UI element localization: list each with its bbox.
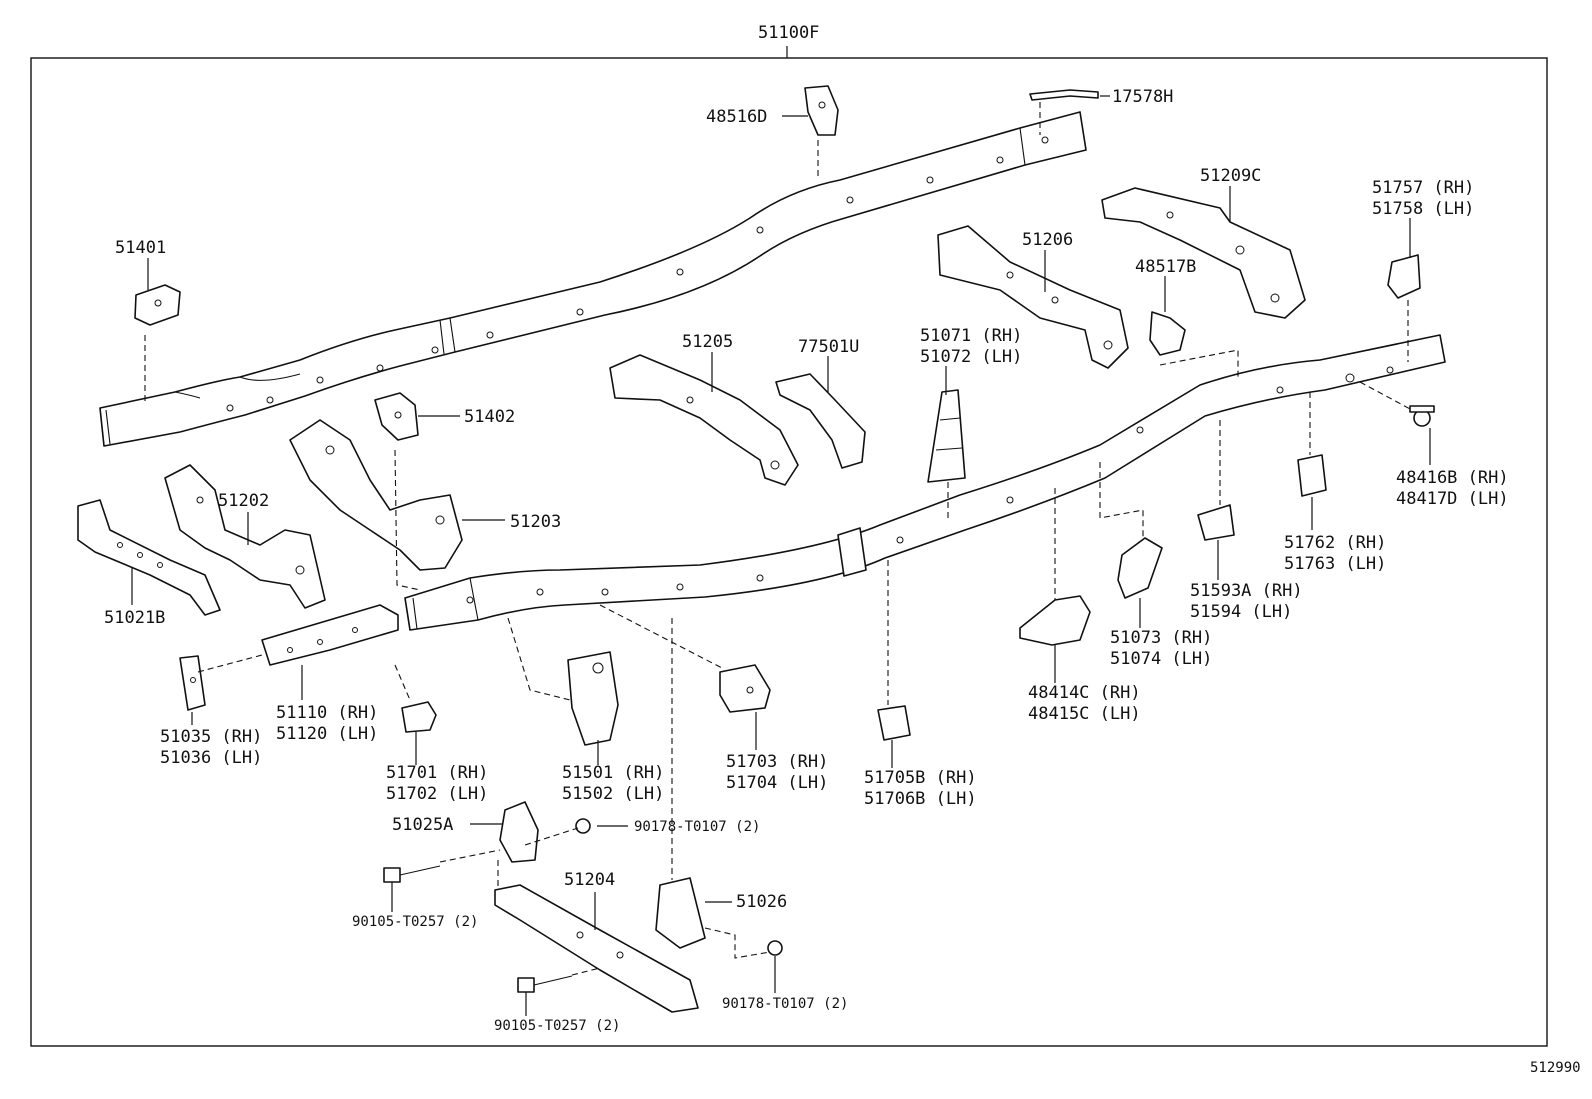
label-51758: 51758 (LH) [1372,199,1474,219]
label-51593a: 51593A (RH) [1190,581,1303,601]
crossmember-51204 [494,884,699,1013]
bracket-51701 [401,701,437,733]
extension-51110 [261,604,399,666]
bracket-51703 [719,664,771,713]
label-51120: 51120 (LH) [276,724,378,744]
part-labels: 17578H 48516D 51209C 51757 (RH) 51758 (L… [104,87,1509,1034]
label-51705b: 51705B (RH) [864,768,977,788]
label-51206: 51206 [1022,230,1073,250]
label-51072: 51072 (LH) [920,347,1022,367]
bracket-77501u [775,373,866,469]
label-90105-upper: 90105-T0257 (2) [352,914,478,930]
label-51036: 51036 (LH) [160,748,262,768]
label-51762: 51762 (RH) [1284,533,1386,553]
label-48516d: 48516D [706,107,767,127]
nut-90178-lower [767,940,783,956]
label-51701: 51701 (RH) [386,763,488,783]
label-51594: 51594 (LH) [1190,602,1292,622]
cushion-48416b [1409,405,1435,427]
crossmember-51021b [77,499,221,616]
label-51203: 51203 [510,512,561,532]
crossmember-51202 [164,464,326,609]
right-frame-rail [404,334,1446,631]
nut-90178-upper [575,818,591,834]
bracket-51501 [567,651,619,746]
crossmember-51203 [289,419,463,571]
bracket-51026 [655,877,706,949]
bracket-51757 [1387,254,1421,299]
label-51021b: 51021B [104,608,165,628]
plate-51035 [179,655,206,711]
label-51205: 51205 [682,332,733,352]
label-51402: 51402 [464,407,515,427]
bracket-51071 [927,389,966,483]
assembly-lines [144,102,1413,976]
bracket-51402 [374,392,419,441]
label-51071: 51071 (RH) [920,326,1022,346]
label-77501u: 77501U [798,337,859,357]
label-51110: 51110 (RH) [276,703,378,723]
figure-number-label: 512990 [1530,1060,1581,1076]
left-frame-rail [99,111,1087,447]
bracket-51705b [877,705,911,741]
crossmember-51206 [937,225,1129,369]
label-51074: 51074 (LH) [1110,649,1212,669]
bolt-90105-lower [517,975,573,993]
label-51703: 51703 (RH) [726,752,828,772]
label-51706b: 51706B (LH) [864,789,977,809]
bracket-48516d [804,85,839,136]
label-48416b: 48416B (RH) [1396,468,1509,488]
label-90105-lower: 90105-T0257 (2) [494,1018,620,1034]
label-48517b: 48517B [1135,257,1196,277]
label-51401: 51401 [115,238,166,258]
label-51073: 51073 (RH) [1110,628,1212,648]
label-51702: 51702 (LH) [386,784,488,804]
bracket-51593a [1197,504,1235,541]
label-51204: 51204 [564,870,615,890]
crossmember-51205 [609,354,799,486]
label-51763: 51763 (LH) [1284,554,1386,574]
crossmember-51209c [1101,187,1306,319]
label-51501: 51501 (RH) [562,763,664,783]
bolt-90105-upper [383,865,441,883]
label-90178-lower: 90178-T0107 (2) [722,996,848,1012]
label-51704: 51704 (LH) [726,773,828,793]
label-51026: 51026 [736,892,787,912]
label-51209c: 51209C [1200,166,1261,186]
bracket-51073 [1117,537,1163,599]
leader-lines [131,95,1431,1016]
label-51202: 51202 [218,491,269,511]
label-17578h: 17578H [1112,87,1173,107]
label-51502: 51502 (LH) [562,784,664,804]
label-48417d: 48417D (LH) [1396,489,1509,509]
label-90178-upper: 90178-T0107 (2) [634,819,760,835]
bracket-51762 [1297,454,1327,497]
diagram-border [30,57,1548,1047]
bracket-51025a [499,801,539,863]
label-51025a: 51025A [392,815,453,835]
label-48414c: 48414C (RH) [1028,683,1141,703]
bracket-17578h [1029,89,1099,101]
bracket-48414c [1019,595,1091,646]
assembly-number-label: 51100F [758,23,819,43]
bracket-48517b [1149,311,1186,356]
bracket-51401 [134,284,181,326]
label-48415c: 48415C (LH) [1028,704,1141,724]
label-51035: 51035 (RH) [160,727,262,747]
label-51757: 51757 (RH) [1372,178,1474,198]
